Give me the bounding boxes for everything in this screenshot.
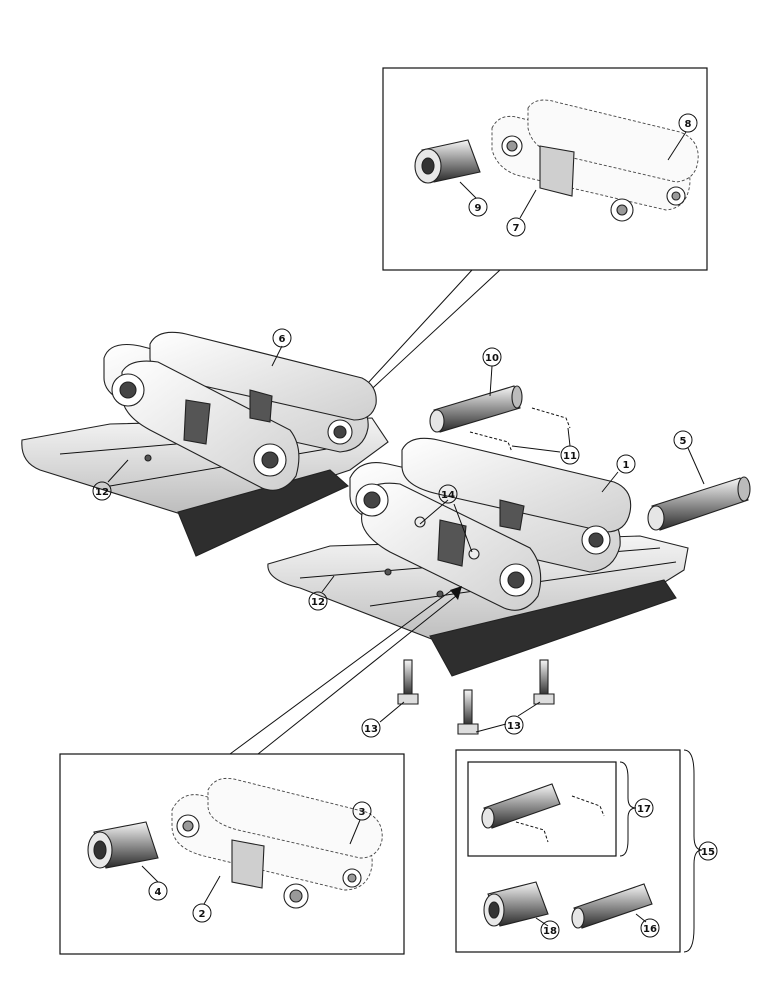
- pointer-arrow-top: [352, 269, 501, 402]
- callout-10: 10: [485, 353, 499, 364]
- callout-7: 7: [513, 223, 520, 234]
- bottom-detail-panel: 4 2 3: [59, 753, 405, 955]
- callout-16: 16: [643, 924, 657, 935]
- pin-10: [429, 385, 523, 433]
- kit-bushing-18: [483, 881, 549, 927]
- kit-pin-16: [571, 883, 653, 929]
- callout-3: 3: [359, 807, 366, 818]
- callout-13-left: 13: [364, 724, 378, 735]
- track-shoe-left: [21, 331, 389, 557]
- callout-18: 18: [543, 926, 557, 937]
- kit-pin-17: [481, 783, 561, 829]
- callout-17: 17: [637, 804, 651, 815]
- callout-4: 4: [155, 887, 162, 898]
- callout-1: 1: [623, 460, 630, 471]
- top-detail-panel: 9 7 8: [382, 67, 708, 271]
- pointer-arrow-bottom: [229, 586, 462, 755]
- callout-15: 15: [701, 847, 715, 858]
- link-assembly-1: [349, 437, 632, 611]
- callout-12-upper: 12: [95, 487, 109, 498]
- pin-5: [647, 476, 751, 531]
- callout-2: 2: [199, 909, 206, 920]
- track-shoe-right: [267, 437, 689, 677]
- kit-panel: 17 18 16 15: [455, 749, 718, 953]
- callout-12-lower: 12: [311, 597, 325, 608]
- callout-14: 14: [441, 490, 455, 501]
- callout-11: 11: [563, 451, 577, 462]
- callout-13-right: 13: [507, 721, 521, 732]
- link-assembly-6: [103, 331, 377, 491]
- callout-6: 6: [279, 334, 286, 345]
- callout-9: 9: [475, 203, 482, 214]
- callout-5: 5: [680, 436, 687, 447]
- bushing-4: [87, 821, 159, 869]
- link-assembly-2-3: [171, 777, 383, 909]
- bushing-9: [414, 139, 481, 184]
- callout-8: 8: [685, 119, 692, 130]
- keys-11: [469, 407, 571, 453]
- link-assembly-7-8: [491, 99, 699, 222]
- bolts-13: [397, 659, 555, 735]
